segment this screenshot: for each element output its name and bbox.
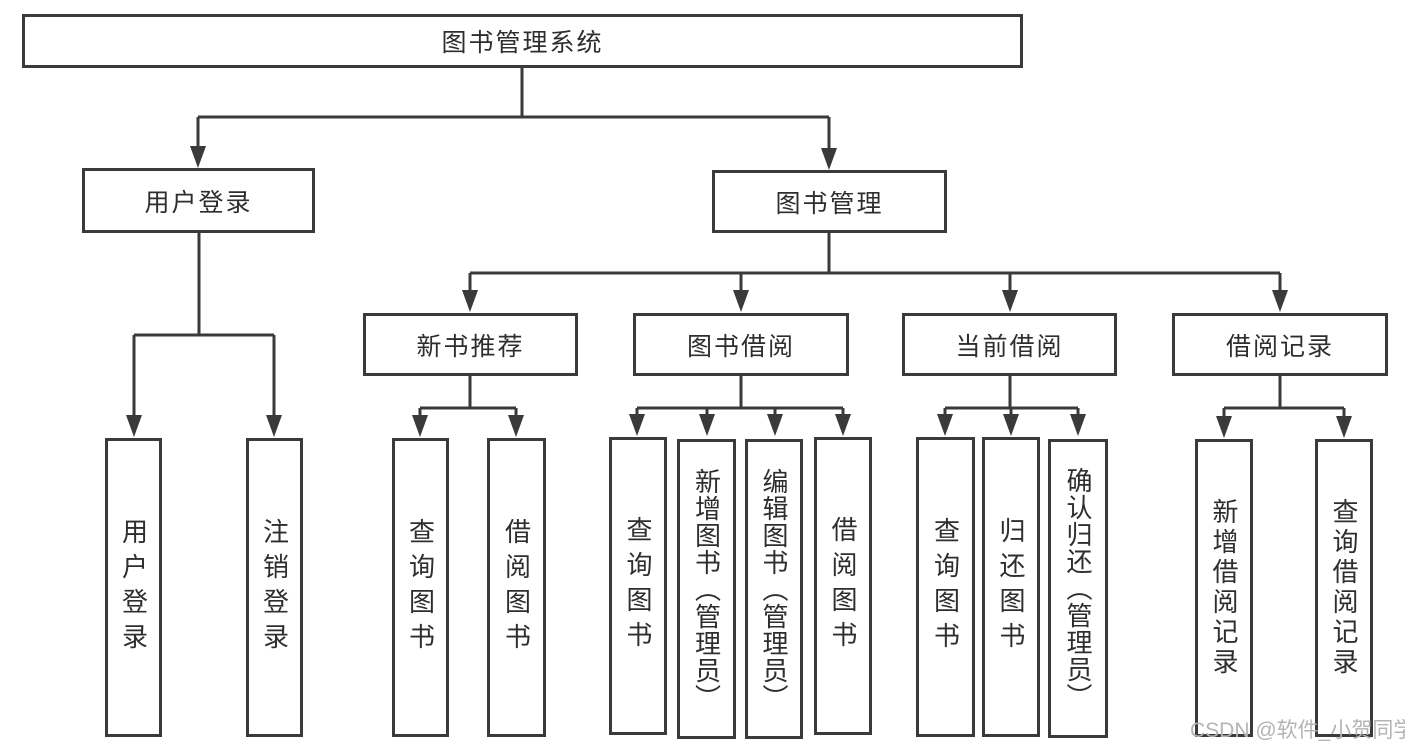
node-book-borrowing: 图书借阅 [633,313,849,376]
arrowheads [126,146,1352,438]
leaf-edit-books-admin: 编辑图书（管理员） [745,439,803,739]
node-user-login: 用户登录 [82,168,315,233]
node-library-management-system: 图书管理系统 [22,14,1023,68]
node-current-borrowing: 当前借阅 [902,313,1117,376]
leaf-query-borrow-record: 查询借阅记录 [1315,439,1373,737]
leaf-add-borrow-record: 新增借阅记录 [1195,439,1253,737]
leaf-confirm-return-admin: 确认归还（管理员） [1048,439,1108,738]
leaf-logout: 注销登录 [246,438,303,737]
leaf-add-books-admin: 新增图书（管理员） [677,439,736,739]
node-book-management: 图书管理 [712,170,947,233]
node-new-book-recommend: 新书推荐 [363,313,578,376]
leaf-borrow-books-borrowing: 借阅图书 [814,437,872,735]
leaf-query-books-recommend: 查询图书 [392,438,449,737]
leaf-query-books-borrowing: 查询图书 [609,437,667,735]
leaf-user-login: 用户登录 [105,438,162,737]
node-borrowing-records: 借阅记录 [1172,313,1388,376]
leaf-borrow-books-recommend: 借阅图书 [487,438,546,737]
leaf-query-books-current: 查询图书 [916,437,975,737]
csdn-watermark: CSDN @软件_小贺同学 [1190,719,1405,742]
leaf-return-books: 归还图书 [982,437,1040,737]
